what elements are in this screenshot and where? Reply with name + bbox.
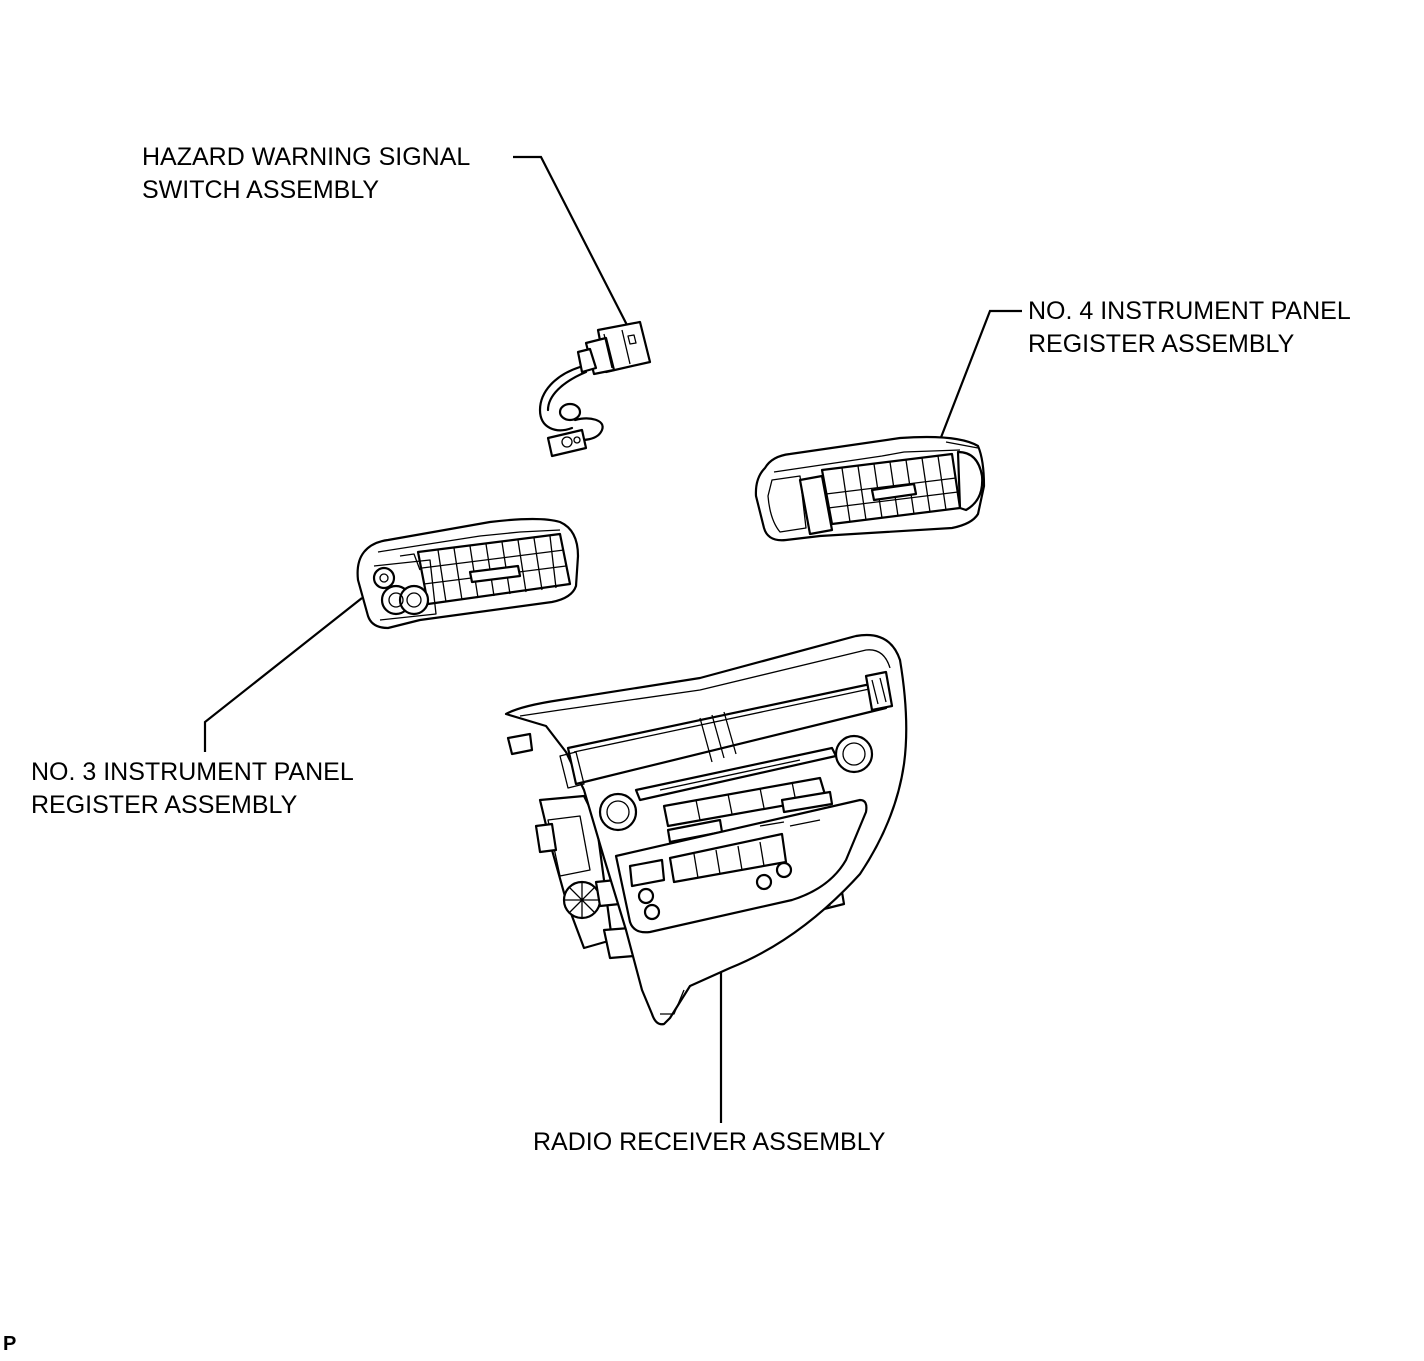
callout-hazard-line2: SWITCH ASSEMBLY	[142, 176, 380, 204]
figure-code: P	[3, 1333, 17, 1355]
callout-no3-line1: NO. 3 INSTRUMENT PANEL	[31, 758, 354, 786]
leader-lines	[203, 155, 1022, 1123]
callout-no3-register: NO. 3 INSTRUMENT PANEL REGISTER ASSEMBLY	[31, 756, 354, 822]
hazard-switch-drawing	[538, 320, 652, 458]
leader-no3	[203, 597, 363, 752]
callout-no3-line2: REGISTER ASSEMBLY	[31, 791, 298, 819]
callout-radio-receiver: RADIO RECEIVER ASSEMBLY	[533, 1126, 885, 1159]
no3-register-drawing	[356, 517, 580, 630]
no4-register-drawing	[754, 435, 986, 542]
radio-receiver-drawing	[504, 633, 908, 1026]
callout-hazard-switch: HAZARD WARNING SIGNAL SWITCH ASSEMBLY	[142, 141, 470, 207]
callout-no4-line1: NO. 4 INSTRUMENT PANEL	[1028, 297, 1351, 325]
callout-radio-line1: RADIO RECEIVER ASSEMBLY	[533, 1128, 886, 1156]
leader-no4	[938, 309, 1022, 441]
callout-hazard-line1: HAZARD WARNING SIGNAL	[142, 143, 471, 171]
callout-no4-register: NO. 4 INSTRUMENT PANEL REGISTER ASSEMBLY	[1028, 295, 1351, 361]
leader-hazard	[513, 155, 629, 328]
callout-no4-line2: REGISTER ASSEMBLY	[1028, 330, 1295, 358]
